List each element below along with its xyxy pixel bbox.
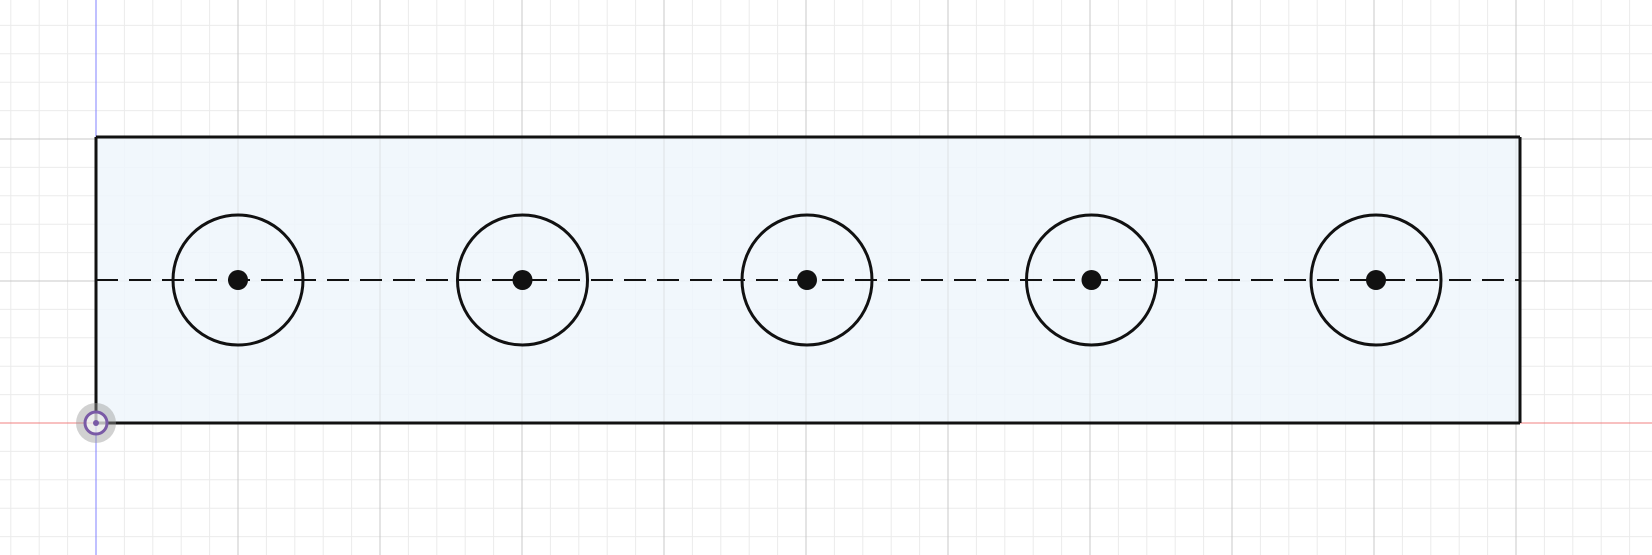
origin-dot	[93, 420, 99, 426]
hole-2[interactable]	[456, 213, 589, 347]
hole-circle[interactable]	[1309, 213, 1443, 347]
hole-4[interactable]	[1025, 213, 1158, 347]
origin-point-icon[interactable]	[76, 403, 116, 443]
hole-center-point[interactable]	[1081, 270, 1102, 290]
hole-5[interactable]	[1309, 213, 1443, 347]
hole-center-point[interactable]	[512, 270, 533, 290]
hole-circle[interactable]	[171, 213, 305, 347]
hole-1[interactable]	[171, 213, 305, 347]
hole-center-point[interactable]	[228, 270, 248, 290]
hole-center-point[interactable]	[797, 270, 817, 290]
hole-circle[interactable]	[456, 213, 589, 347]
hole-pattern[interactable]	[171, 213, 1443, 347]
hole-circle[interactable]	[740, 213, 874, 347]
hole-center-point[interactable]	[1366, 270, 1386, 290]
hole-3[interactable]	[740, 213, 874, 347]
hole-circle[interactable]	[1025, 213, 1158, 347]
